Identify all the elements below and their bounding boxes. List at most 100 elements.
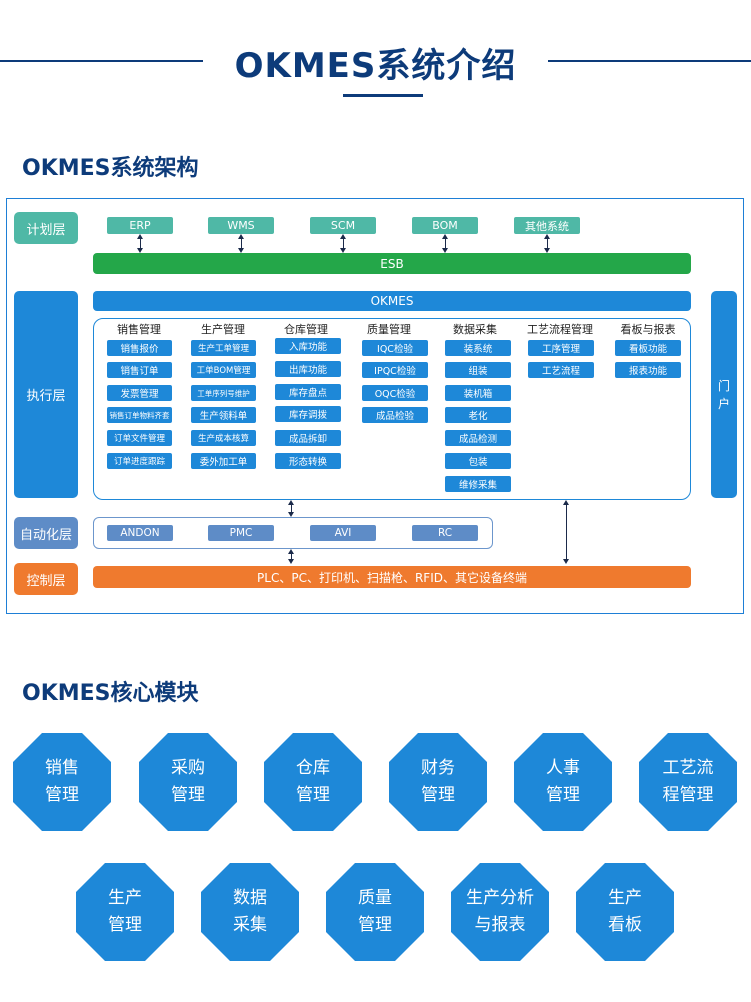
arrowhead (238, 234, 244, 239)
arrowhead (288, 512, 294, 517)
exec-item: 工艺流程 (528, 362, 594, 378)
layer-control: 控制层 (14, 563, 78, 595)
module-production-analysis: 生产分析与报表 (450, 862, 550, 962)
arrow-other (547, 238, 549, 250)
exec-item: 委外加工单 (191, 453, 256, 469)
exec-item: 包装 (445, 453, 511, 469)
exec-item: 成品拆卸 (275, 430, 341, 446)
auto-item-rc: RC (412, 525, 478, 541)
architecture-frame (6, 198, 744, 614)
arrow-erp (140, 238, 142, 250)
module-finance: 财务管理 (388, 732, 488, 832)
okmes-bar: OKMES (93, 291, 691, 311)
auto-item-pmc: PMC (208, 525, 274, 541)
exec-item: 工单序列号维护 (191, 385, 256, 401)
exec-item: 报表功能 (615, 362, 681, 378)
arrow-wms (241, 238, 243, 250)
module-warehouse: 仓库管理 (263, 732, 363, 832)
module-purchase: 采购管理 (138, 732, 238, 832)
exec-item: 销售报价 (107, 340, 172, 356)
module-sales: 销售管理 (12, 732, 112, 832)
exec-item: IQC检验 (362, 340, 428, 356)
column-head-data-collection: 数据采集 (453, 323, 497, 336)
auto-item-andon: ANDON (107, 525, 173, 541)
arrowhead (442, 234, 448, 239)
arrowhead (340, 248, 346, 253)
arrow-exec-auto (291, 504, 293, 514)
arrow-exec-control (566, 504, 568, 561)
exec-item: 成品检验 (362, 407, 428, 423)
layer-plan: 计划层 (14, 212, 78, 244)
exec-item: 库存盘点 (275, 384, 341, 400)
arrow-auto-control (291, 553, 293, 561)
arrowhead (544, 234, 550, 239)
system-bom: BOM (412, 217, 478, 234)
arrowhead (563, 559, 569, 564)
execution-area (93, 318, 691, 500)
portal-bar: 门户 (711, 291, 737, 498)
title-underline (343, 94, 423, 97)
arrow-bom (445, 238, 447, 250)
exec-item: 维修采集 (445, 476, 511, 492)
exec-item: 工序管理 (528, 340, 594, 356)
exec-item: 入库功能 (275, 338, 341, 354)
arrowhead (442, 248, 448, 253)
system-erp: ERP (107, 217, 173, 234)
column-head-warehouse: 仓库管理 (284, 323, 328, 336)
auto-item-avi: AVI (310, 525, 376, 541)
exec-item: 订单文件管理 (107, 430, 172, 446)
control-bar: PLC、PC、打印机、扫描枪、RFID、其它设备终端 (93, 566, 691, 588)
exec-item: 生产工单管理 (191, 340, 256, 356)
arrowhead (544, 248, 550, 253)
arrowhead (288, 549, 294, 554)
module-quality: 质量管理 (325, 862, 425, 962)
exec-item: 发票管理 (107, 385, 172, 401)
exec-item: 生产领料单 (191, 407, 256, 423)
exec-item: 老化 (445, 407, 511, 423)
title-right-line (548, 60, 751, 62)
module-production: 生产管理 (75, 862, 175, 962)
exec-item: 形态转换 (275, 453, 341, 469)
arrowhead (238, 248, 244, 253)
system-scm: SCM (310, 217, 376, 234)
arrow-scm (343, 238, 345, 250)
arrowhead (563, 500, 569, 505)
esb-bar: ESB (93, 253, 691, 274)
module-hr: 人事管理 (513, 732, 613, 832)
page-title: OKMES系统介绍 (234, 46, 517, 86)
exec-item: 组装 (445, 362, 511, 378)
layer-exec: 执行层 (14, 291, 78, 498)
system-other: 其他系统 (514, 217, 580, 234)
arrowhead (340, 234, 346, 239)
exec-item: 销售订单物料齐套 (107, 407, 172, 423)
arrowhead (137, 234, 143, 239)
exec-item: 工单BOM管理 (191, 362, 256, 378)
arrowhead (288, 500, 294, 505)
architecture-section-title: OKMES系统架构 (22, 156, 199, 181)
system-wms: WMS (208, 217, 274, 234)
column-head-process: 工艺流程管理 (527, 323, 593, 336)
exec-item: 成品检测 (445, 430, 511, 446)
automation-area (93, 517, 493, 549)
exec-item: 装机箱 (445, 385, 511, 401)
arrowhead (137, 248, 143, 253)
exec-item: IPQC检验 (362, 362, 428, 378)
exec-item: 库存调拨 (275, 406, 341, 422)
column-head-sales: 销售管理 (117, 323, 161, 336)
title-left-line (0, 60, 203, 62)
arrowhead (288, 559, 294, 564)
module-production-board: 生产看板 (575, 862, 675, 962)
exec-item: 看板功能 (615, 340, 681, 356)
exec-item: OQC检验 (362, 385, 428, 401)
column-head-quality: 质量管理 (367, 323, 411, 336)
exec-item: 装系统 (445, 340, 511, 356)
modules-section-title: OKMES核心模块 (22, 681, 199, 706)
exec-item: 订单进度跟踪 (107, 453, 172, 469)
exec-item: 销售订单 (107, 362, 172, 378)
exec-item: 生产成本核算 (191, 430, 256, 446)
module-process-flow: 工艺流程管理 (638, 732, 738, 832)
exec-item: 出库功能 (275, 361, 341, 377)
module-data-collection: 数据采集 (200, 862, 300, 962)
portal-label: 门户 (717, 378, 730, 411)
column-head-production: 生产管理 (201, 323, 245, 336)
